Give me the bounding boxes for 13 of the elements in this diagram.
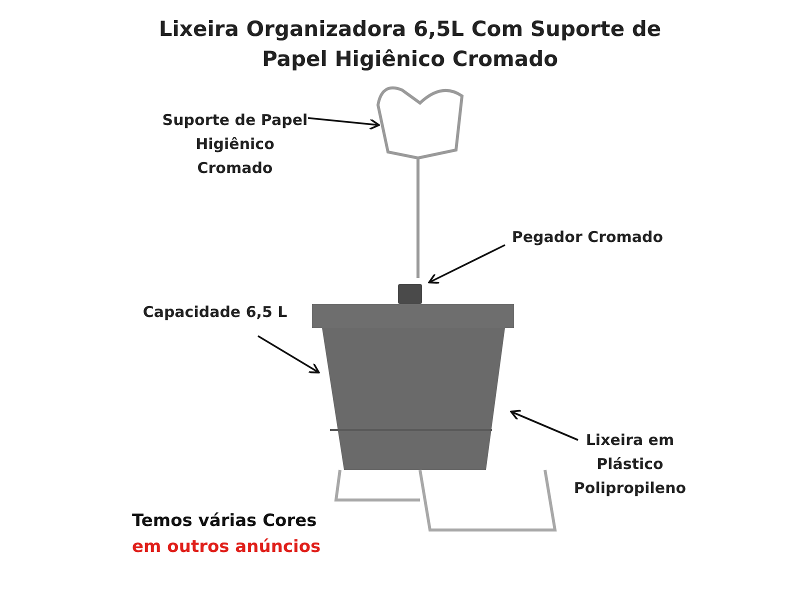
leader-arrow [258,335,320,374]
callout-text: Pegador Cromado [500,225,675,249]
note-text: Temos várias Cores [132,510,317,533]
note-text: em outros anúncios [132,536,321,559]
knob-box [398,284,422,304]
callout-text: Lixeira em Plástico Polipropileno [560,428,700,500]
toilet-paper-holder-drawing [376,86,464,278]
callout-text: Suporte de Papel Higiênico Cromado [160,108,310,180]
title: Lixeira Organizadora 6,5L Com Suporte de Papel Higiênico Cromado [158,16,662,73]
leader-arrow [510,410,578,441]
leader-arrow [308,117,380,130]
callout-text: Capacidade 6,5 L [130,300,300,324]
leader-arrow [428,244,506,284]
